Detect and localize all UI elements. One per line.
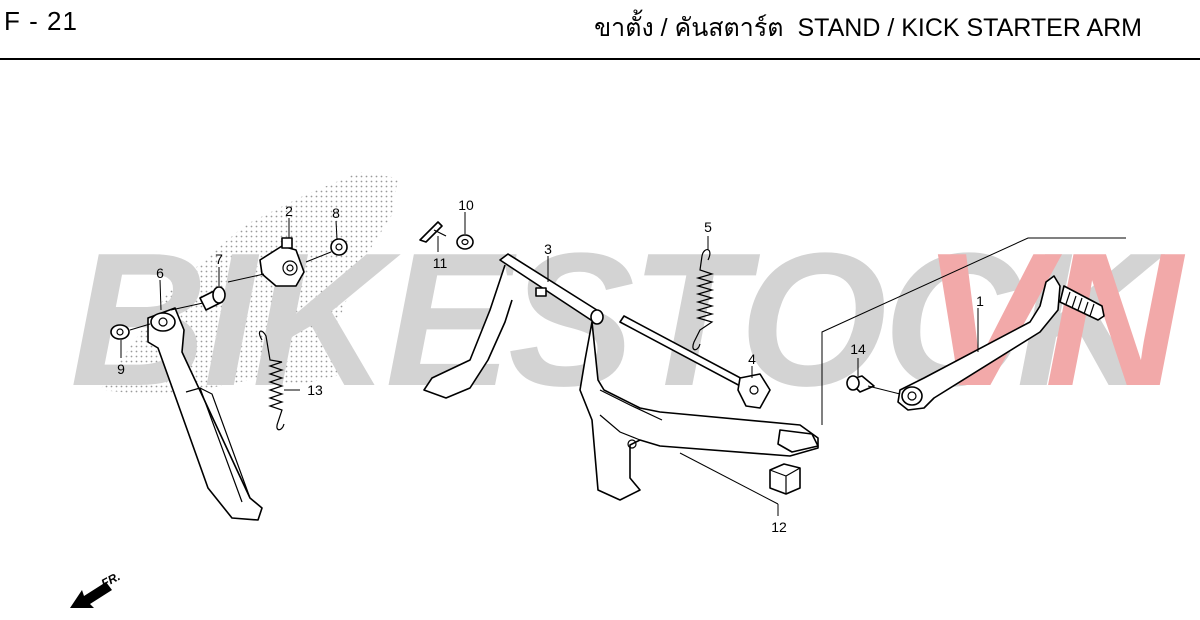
watermark-text-main: BIKESTOCK: [70, 214, 1165, 426]
front-arrow-icon: [70, 582, 112, 608]
part-label-7: 7: [215, 251, 223, 267]
stand-bracket-part-2: [259, 237, 305, 287]
page-header: F - 21 ขาตั้ง / คันสตาร์ต STAND / KICK ST…: [0, 0, 1200, 60]
figure-code: F - 21: [4, 6, 78, 36]
side-stand: [147, 307, 263, 521]
part-labels: 1 2 3 4 5 6 7 8 9 10 11 12 13 14: [117, 197, 984, 535]
part-label-8: 8: [332, 205, 340, 221]
watermark: BIKESTOCK VN: [70, 214, 1190, 426]
part-label-9: 9: [117, 361, 125, 377]
cotter-pin-part-11: [419, 221, 447, 243]
part-label-13: 13: [307, 382, 323, 398]
part-label-6: 6: [156, 265, 164, 281]
figure-title: ขาตั้ง / คันสตาร์ต STAND / KICK STARTER A…: [594, 8, 1142, 48]
part-label-2: 2: [285, 203, 293, 219]
kick-starter-area-outline: [821, 237, 1126, 425]
spring-part-5: [692, 249, 715, 351]
part-label-1: 1: [976, 293, 984, 309]
figure-title-english: STAND / KICK STARTER ARM: [797, 14, 1143, 42]
part-label-11: 11: [433, 255, 448, 271]
leader-lines: [120, 212, 979, 516]
main-stand-part-3: [423, 253, 819, 501]
stand-shaft-part-4: [619, 315, 771, 409]
watermark-text-accent: VN: [922, 214, 1186, 426]
nut-part-8: [330, 238, 348, 256]
figure-title-thai: ขาตั้ง / คันสตาร์ต: [594, 14, 784, 42]
part-label-3: 3: [544, 241, 552, 257]
parts-diagram: BIKESTOCK VN: [70, 172, 1190, 608]
part-label-14: 14: [850, 341, 866, 357]
part-label-10: 10: [458, 197, 474, 213]
bolt-part-7: [199, 286, 226, 311]
bolt-part-14: [846, 375, 875, 393]
part-label-5: 5: [704, 219, 712, 235]
rubber-pad-part-12: [769, 463, 801, 495]
spring-part-13: [258, 330, 285, 431]
part-label-12: 12: [771, 519, 787, 535]
kick-starter-arm-part-1: [897, 275, 1105, 411]
washer-part-10: [456, 234, 474, 250]
front-direction-indicator: FR.: [70, 569, 122, 608]
part-label-4: 4: [748, 351, 756, 367]
nut-part-9: [110, 324, 130, 340]
